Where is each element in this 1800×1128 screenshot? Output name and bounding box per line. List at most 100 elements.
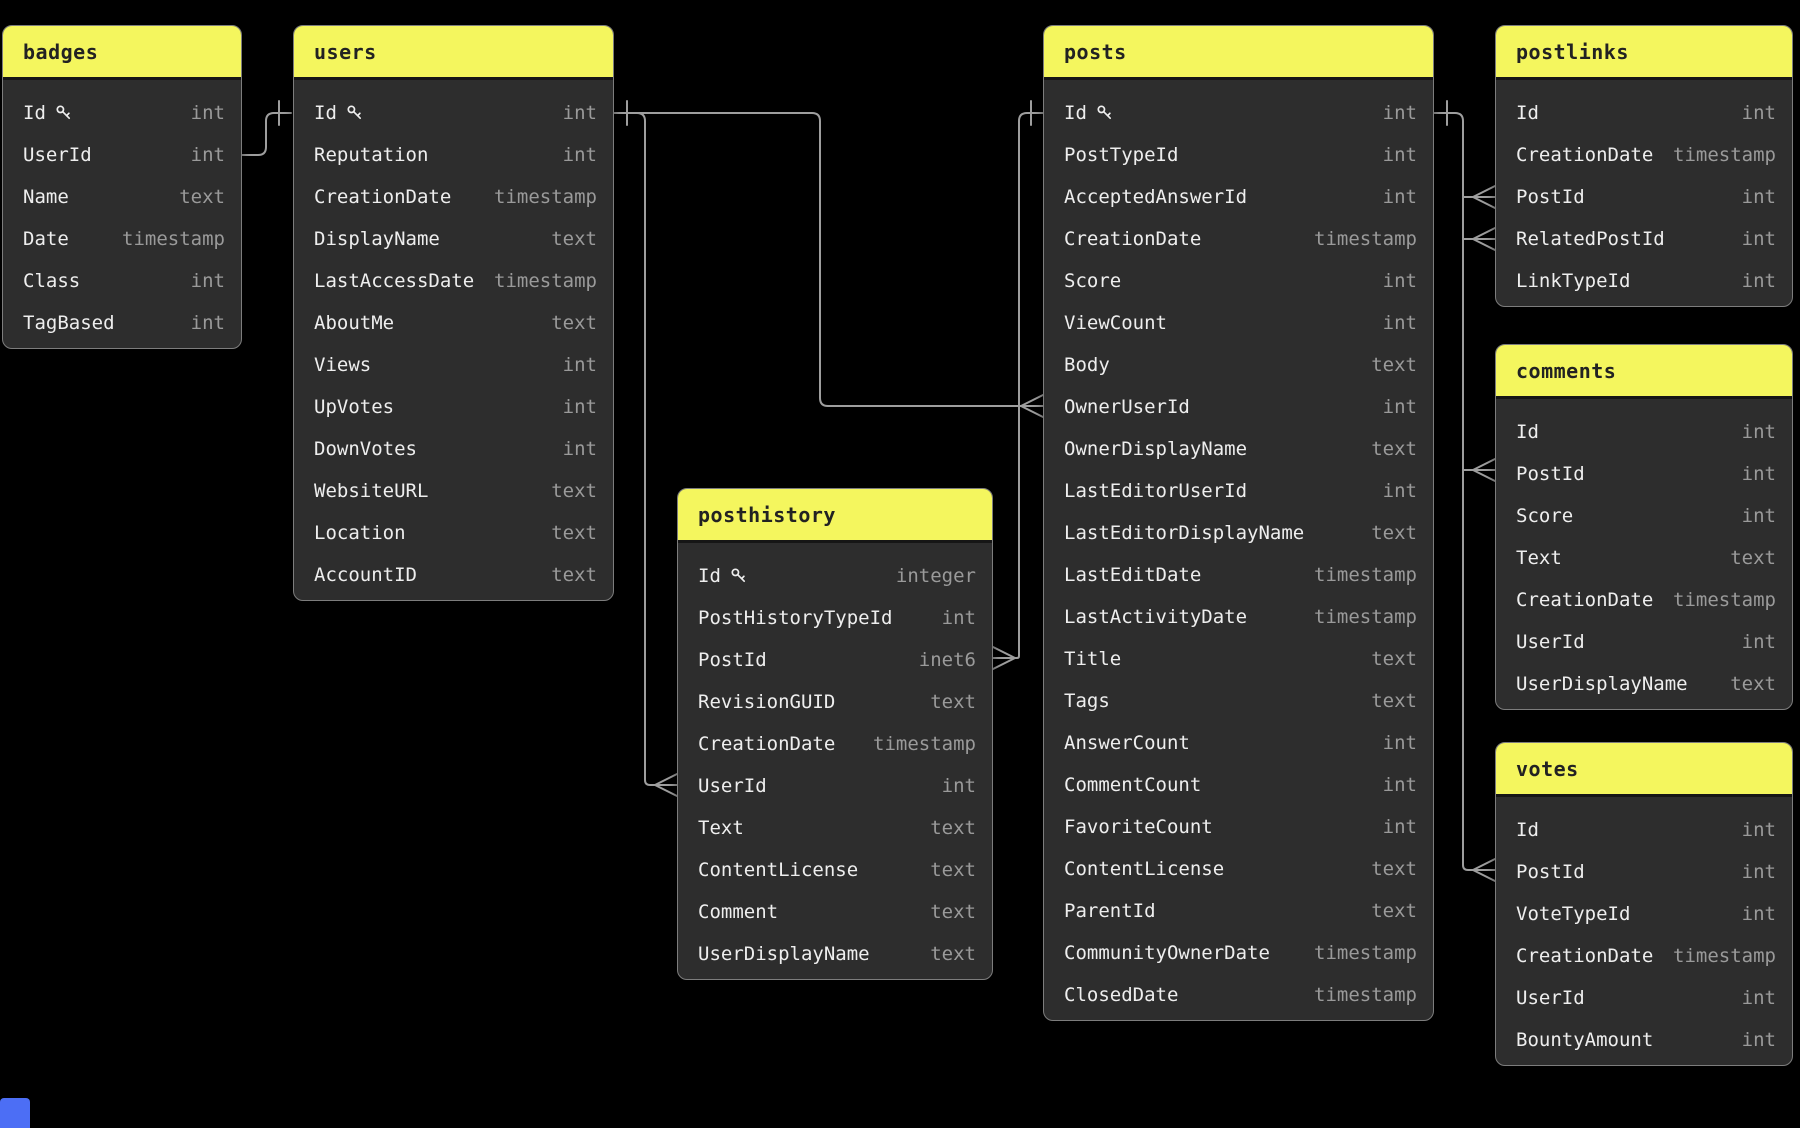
relationship-badges.UserId-users.Id[interactable] bbox=[241, 100, 292, 156]
table-header-comments[interactable]: comments bbox=[1496, 345, 1792, 399]
relationship-posts.Id-posthistory.PostId[interactable] bbox=[992, 100, 1044, 670]
table-header-badges[interactable]: badges bbox=[3, 26, 241, 80]
table-header-posthistory[interactable]: posthistory bbox=[678, 489, 992, 543]
relationship-posts.Id-comments.PostId[interactable] bbox=[1462, 458, 1496, 482]
table-header-posts[interactable]: posts bbox=[1044, 26, 1433, 80]
field-name: Id bbox=[1516, 819, 1539, 841]
cardinality-many-marker bbox=[1472, 458, 1496, 482]
relationship-users.Id-posts.OwnerUserId[interactable] bbox=[613, 100, 1044, 418]
canvas-corner-button[interactable] bbox=[0, 1098, 30, 1128]
field-type: timestamp bbox=[1314, 606, 1417, 628]
field-type: int bbox=[1741, 903, 1776, 925]
field-type: int bbox=[562, 396, 597, 418]
field-type: text bbox=[1371, 900, 1417, 922]
relationship-posts.Id-votes.PostId[interactable] bbox=[1433, 100, 1496, 882]
field-name: BountyAmount bbox=[1516, 1029, 1654, 1051]
relationship-posts.Id-postlinks.PostId[interactable] bbox=[1462, 185, 1496, 209]
field-name: UserId bbox=[1516, 631, 1585, 653]
table-header-postlinks[interactable]: postlinks bbox=[1496, 26, 1792, 80]
relationship-users.Id-posthistory.UserId[interactable] bbox=[613, 112, 678, 797]
relationship-posts.Id-postlinks.RelatedPostId[interactable] bbox=[1462, 227, 1496, 251]
table-header-users[interactable]: users bbox=[294, 26, 613, 80]
table-header-votes[interactable]: votes bbox=[1496, 743, 1792, 797]
